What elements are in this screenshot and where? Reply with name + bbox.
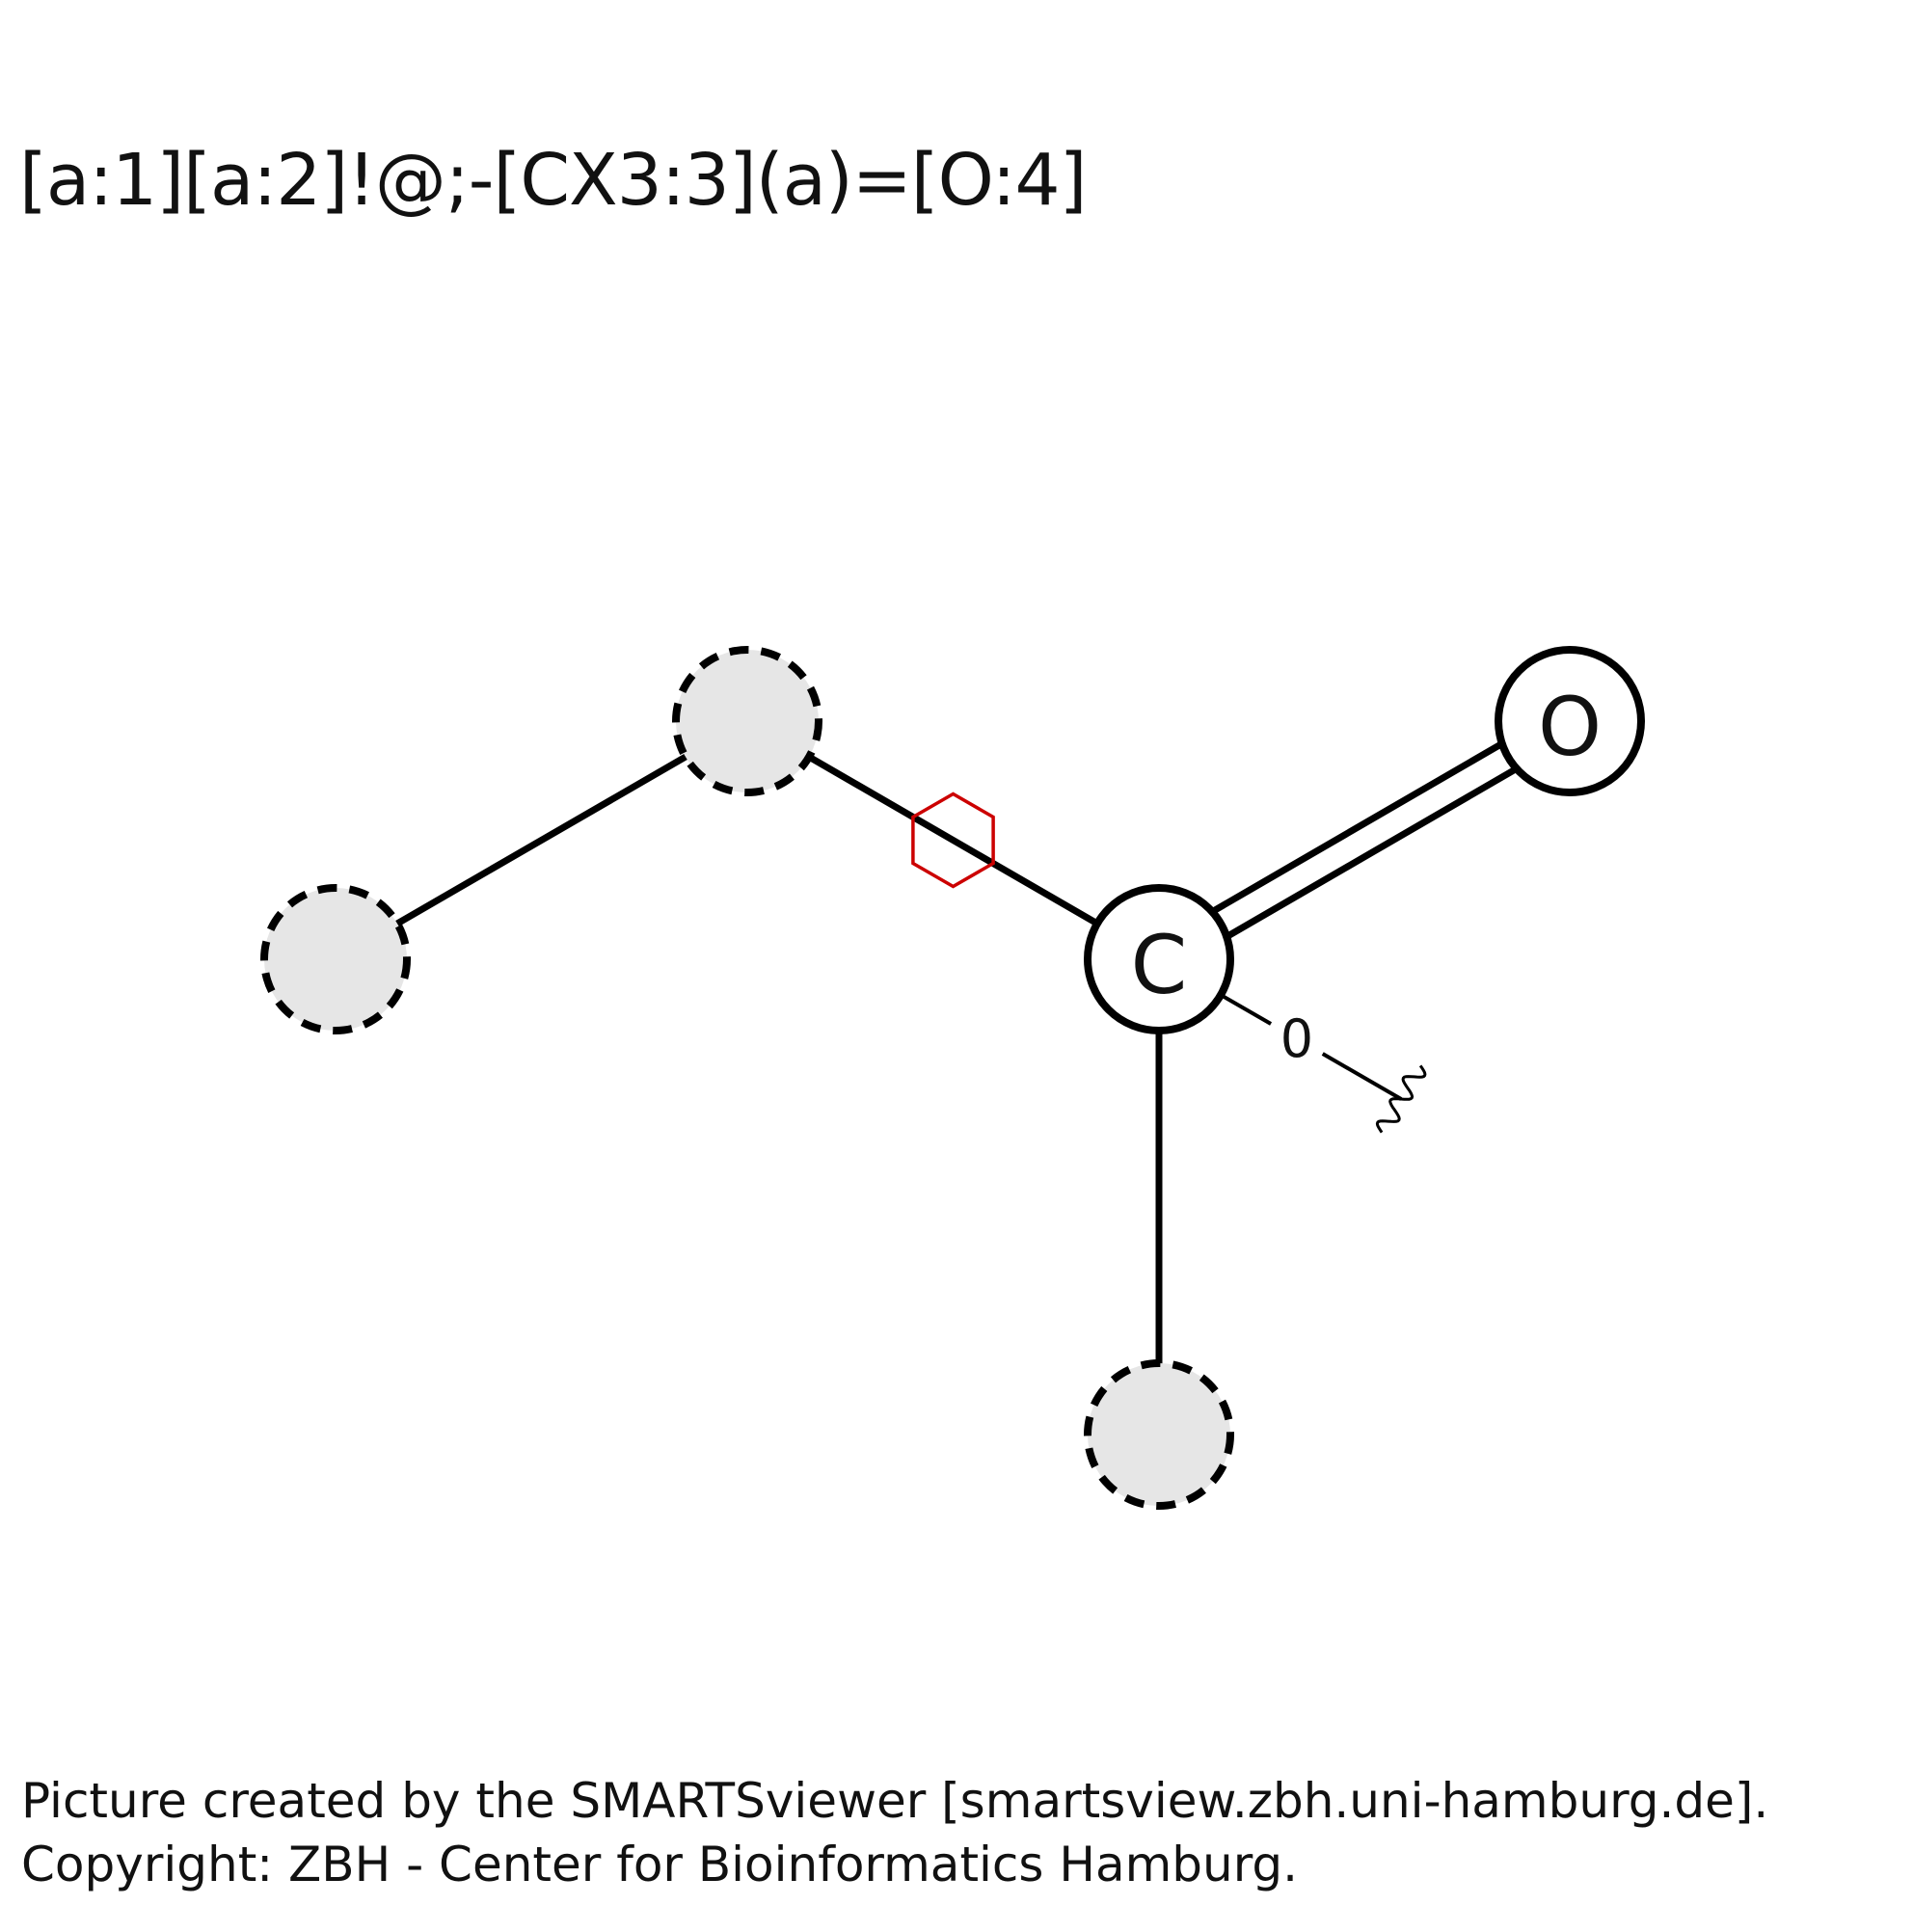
atom-circle <box>1084 884 1234 1034</box>
bonds-layer <box>334 705 1579 1435</box>
footer-line-2: Copyright: ZBH - Center for Bioinformati… <box>21 1837 1299 1892</box>
bond-a2-c3 <box>745 717 1161 963</box>
aromatic-atom-circle <box>1084 1359 1234 1510</box>
aromatic-atom-circle <box>260 884 411 1034</box>
atom-label-c3: C <box>1131 918 1188 1012</box>
bond-c3-o4-line-2 <box>1164 730 1579 976</box>
atom-o4: O <box>1495 646 1645 796</box>
atom-label-o4: O <box>1538 680 1602 774</box>
atom-c3: C <box>1084 884 1234 1034</box>
not-ring-bond-marker <box>911 792 995 889</box>
attachment-bond-stub-1 <box>1221 994 1273 1026</box>
atom-circle <box>1495 646 1645 796</box>
attachment-wavy-end <box>1375 1064 1427 1134</box>
atom-a5 <box>1084 1359 1234 1510</box>
footer-line-1: Picture created by the SMARTSviewer [sma… <box>21 1773 1769 1829</box>
footer-credits: Picture created by the SMARTSviewer [sma… <box>21 1769 1768 1896</box>
attachment-bond-stub-2 <box>1321 1052 1403 1101</box>
bond-a1-a2 <box>334 717 749 963</box>
atoms-layer: CO <box>260 646 1645 1510</box>
markers-layer: 0 <box>911 792 1427 1134</box>
bond-c3-o4-line-1 <box>1149 705 1565 951</box>
attachment-label: 0 <box>1280 1008 1313 1069</box>
smarts-pattern-title: [a:1][a:2]!@;-[CX3:3](a)=[O:4] <box>19 139 1087 222</box>
aromatic-atom-circle <box>672 646 822 796</box>
atom-a1 <box>260 884 411 1034</box>
atom-a2 <box>672 646 822 796</box>
